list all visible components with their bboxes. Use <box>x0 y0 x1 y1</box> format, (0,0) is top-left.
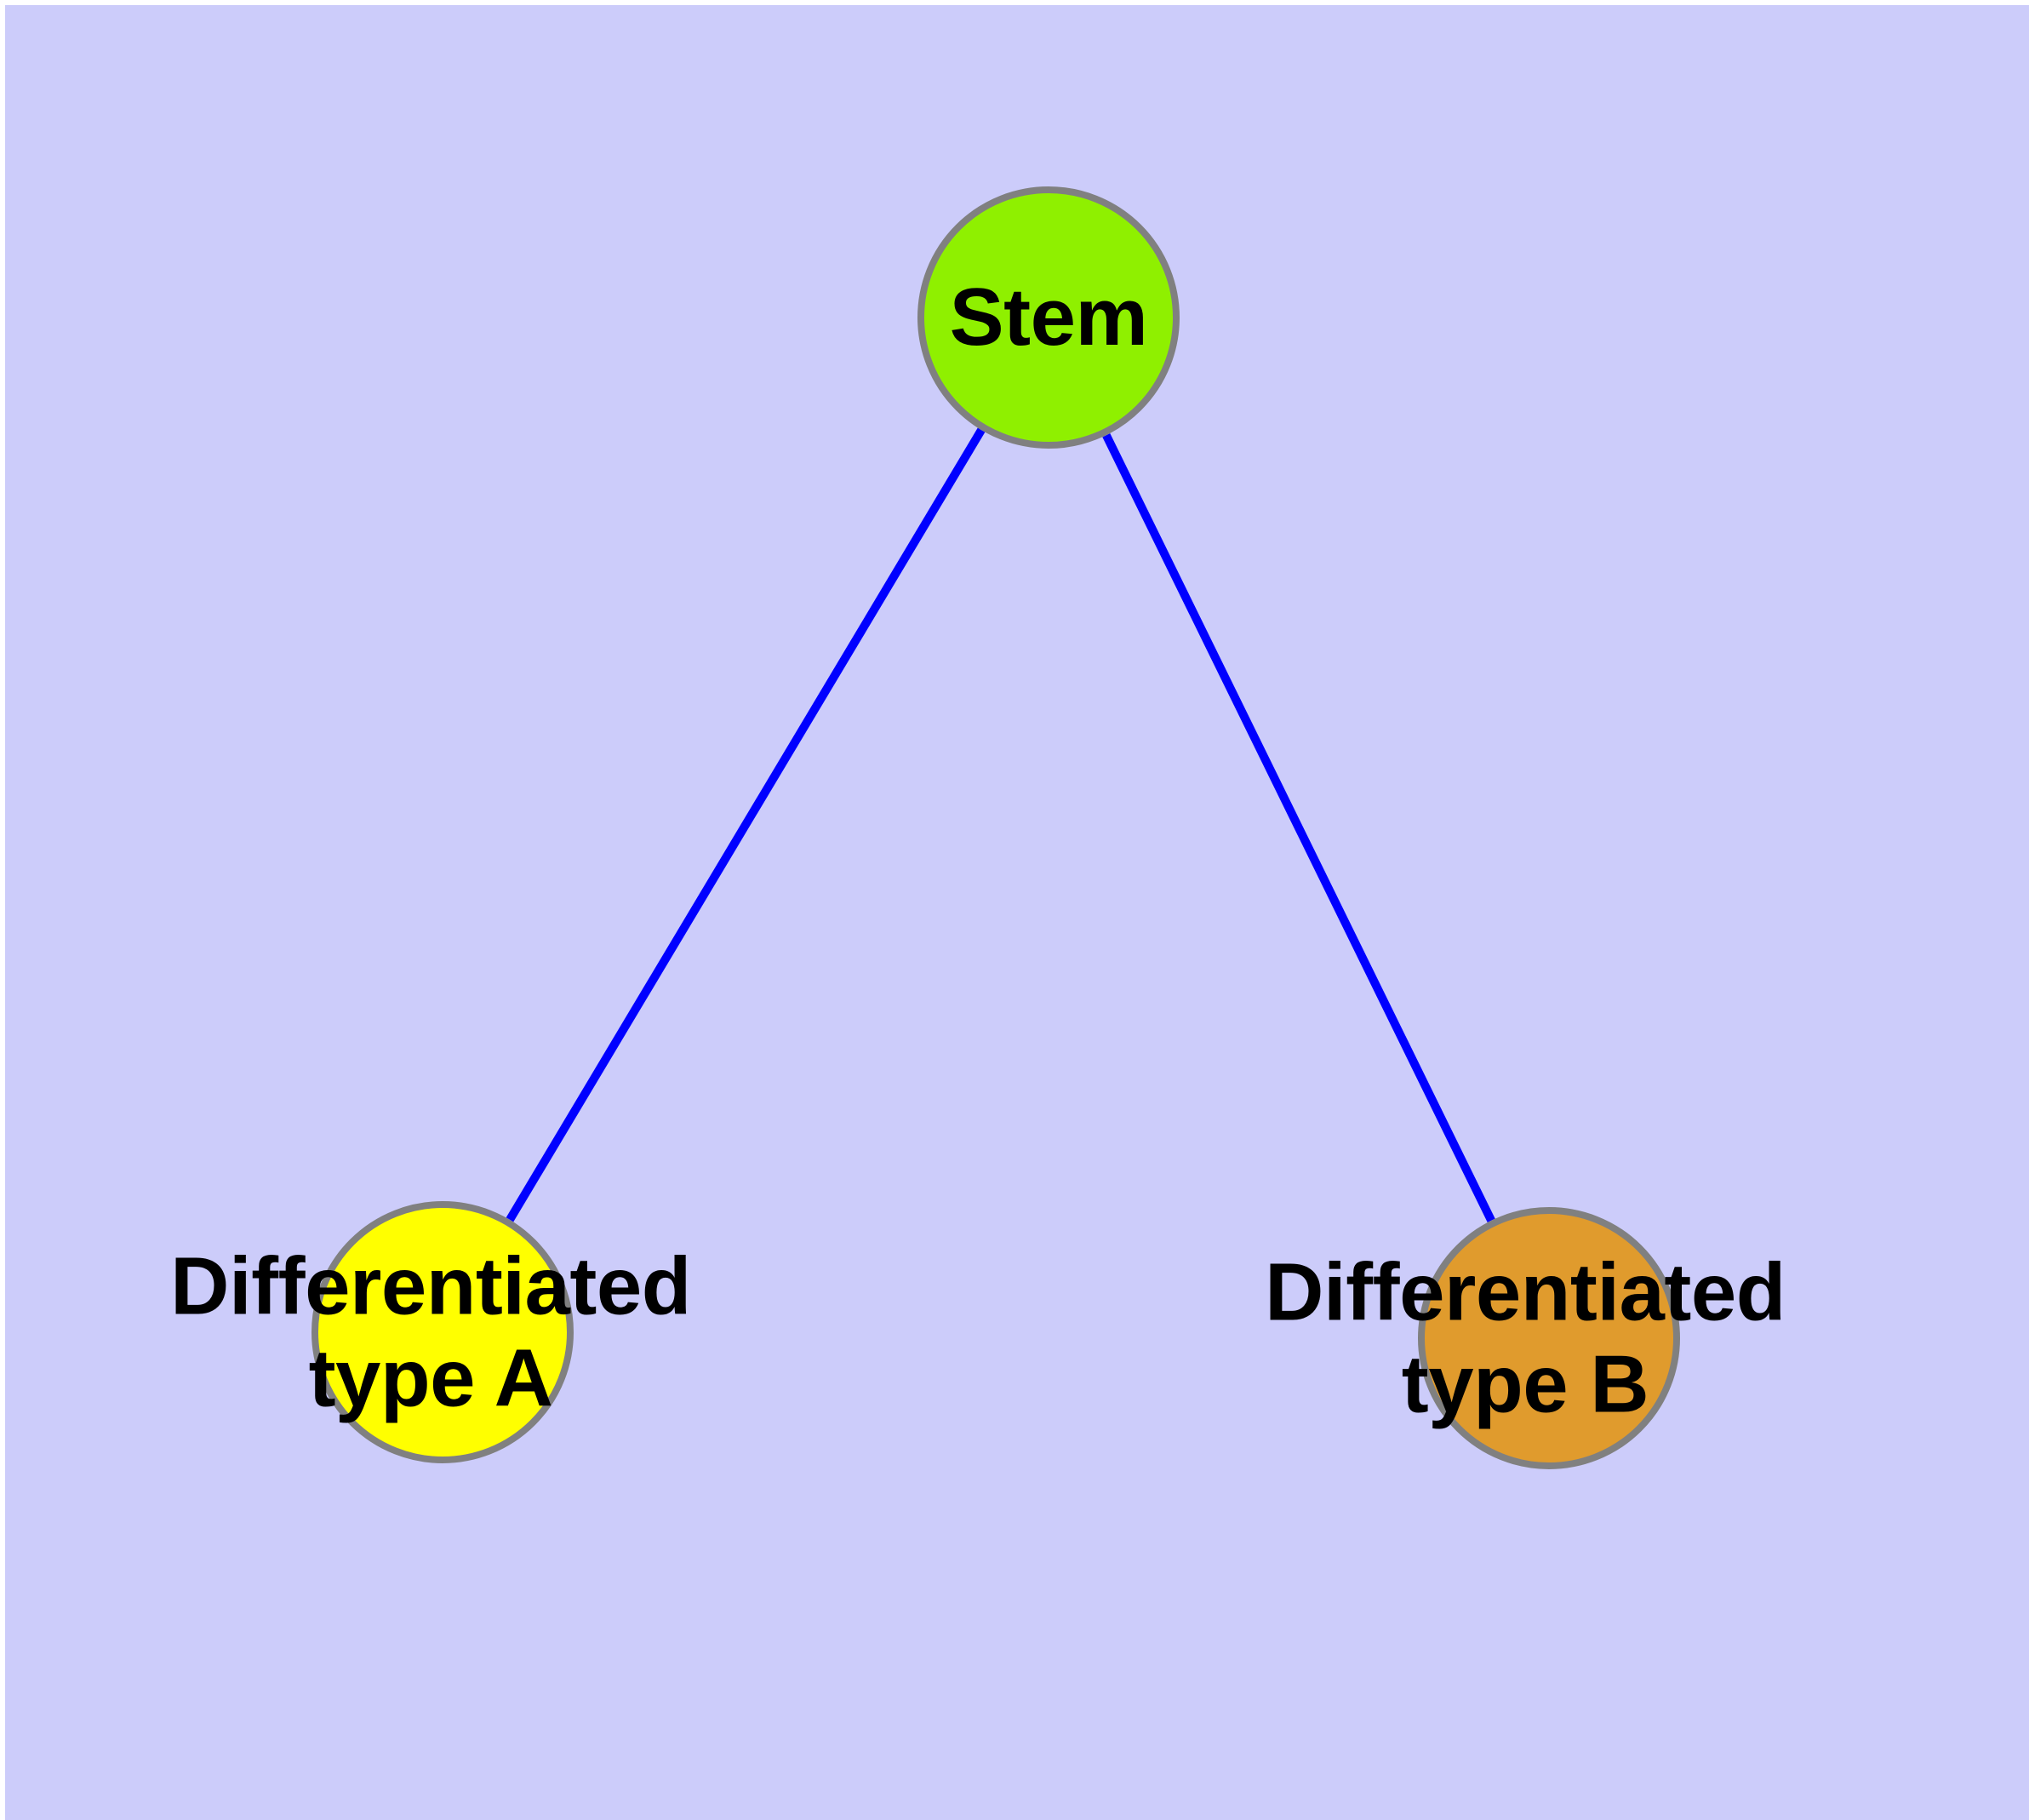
node-diff-a[interactable] <box>311 1201 574 1463</box>
node-stem[interactable] <box>917 186 1180 449</box>
node-diff-b[interactable] <box>1418 1207 1680 1469</box>
edge-layer <box>438 315 1553 1341</box>
edge-stem-to-diff-b[interactable] <box>1044 315 1553 1341</box>
edge-stem-to-diff-a[interactable] <box>438 315 1053 1335</box>
node-layer <box>311 186 1680 1469</box>
